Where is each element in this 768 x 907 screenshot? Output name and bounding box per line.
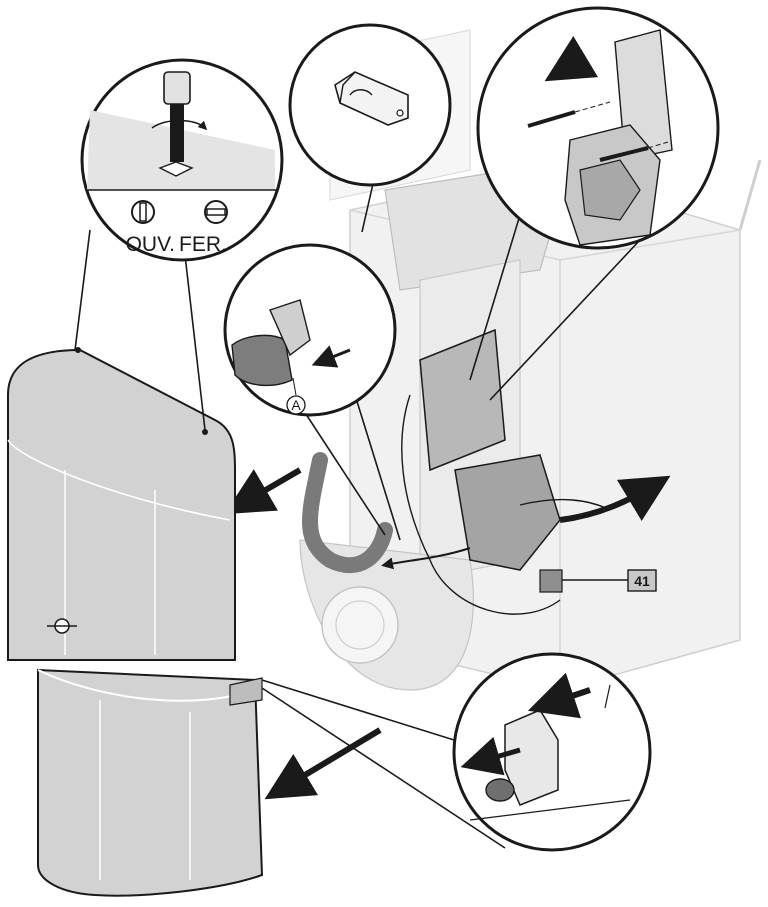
bracket-out-arrow	[527, 672, 591, 719]
detail-lock-screw: OUV. FER.	[74, 58, 284, 431]
open-label: OUV.	[126, 233, 175, 256]
callout-a-badge	[286, 395, 306, 415]
removal-arrows	[224, 467, 671, 800]
detail-top-bracket	[288, 23, 452, 233]
part-41-label: 41	[634, 573, 650, 589]
part-41-tag: 41	[562, 569, 657, 592]
callout-a-label: A	[291, 397, 301, 413]
lower-cover-arrow	[264, 727, 382, 800]
detail-burner-screws	[469, 6, 720, 401]
close-label: FER.	[179, 233, 227, 256]
burner-out-arrow	[559, 475, 671, 523]
hose-arrow	[381, 547, 471, 570]
screw-slot-icon	[158, 161, 194, 177]
detail-hose-connector: A	[223, 243, 401, 541]
screw-out-arrow	[544, 35, 599, 82]
burner-assembly	[302, 328, 611, 615]
upper-front-cover[interactable]	[7, 347, 236, 661]
detail-bottom-screw	[261, 652, 652, 852]
lower-front-cover[interactable]	[37, 668, 264, 897]
upper-cover-arrow	[224, 467, 302, 515]
